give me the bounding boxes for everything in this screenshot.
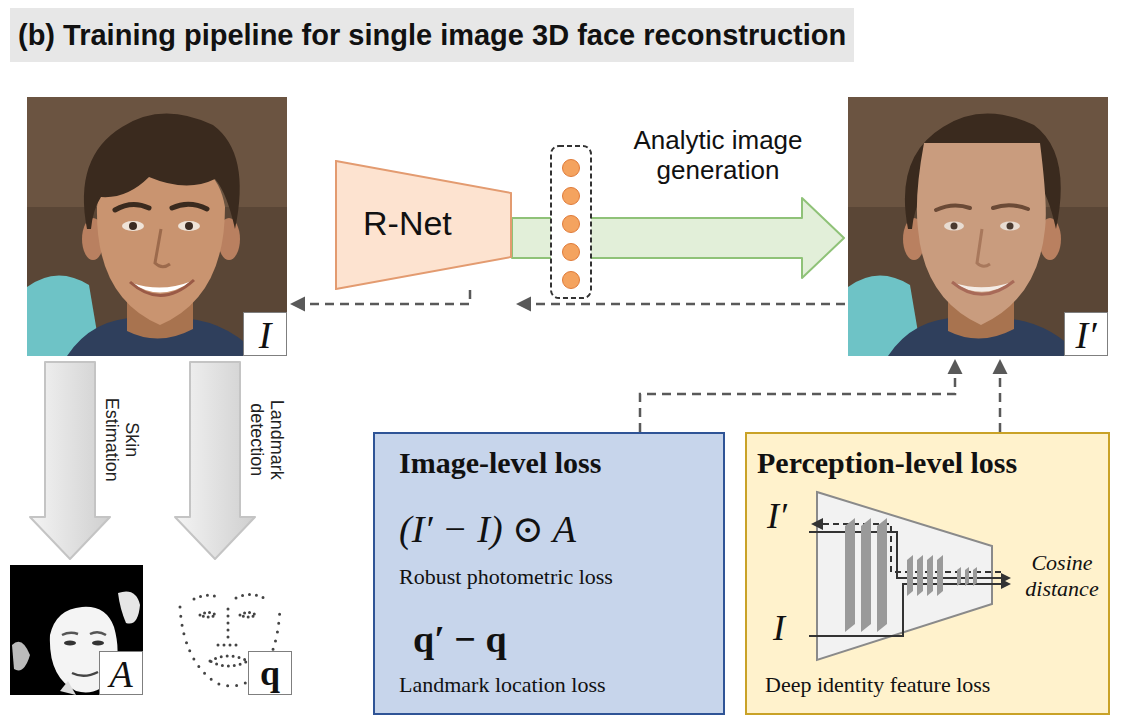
dashed-line [640,359,955,432]
loss-formula: q′ − q [413,618,507,662]
dashed-line [290,290,470,304]
process-arrow [175,362,255,559]
process-label: Landmark detection [246,389,286,489]
image-symbol: I [243,312,287,356]
loss-panel: Perception-level lossDeep identity featu… [745,432,1110,715]
arrow-body [175,362,255,559]
loss-name: Robust photometric loss [399,564,613,589]
process-label: Skin Estimation [101,389,141,489]
arrow-head [516,297,531,312]
network-name: R-Net [363,204,452,243]
loss-panel: Image-level loss (I′ − I) ⊙ A Robust photo… [373,432,725,715]
process-arrow [30,362,110,559]
loss-name: Landmark location loss [399,672,606,697]
dashed-line [516,303,845,306]
gradient-arrow [993,359,1008,432]
rendered-photo-panel: I′ [848,97,1108,356]
arrow-head [290,297,305,312]
arrow-head [993,359,1008,374]
panel-heading: Perception-level loss [757,446,1017,481]
input-symbol: I [773,608,785,649]
loss-name: Deep identity feature loss [765,672,990,697]
process-label: Analytic image generation [628,126,808,186]
image-symbol: q [248,651,292,695]
arrow-head [948,359,963,374]
image-symbol: I′ [1064,312,1108,356]
photo-panel: I [27,97,287,356]
gradient-arrow [640,359,963,432]
loss-formula: (I′ − I) ⊙ A [399,508,576,552]
output-note: Cosine distance [1019,550,1105,603]
encoder-trapezoid: R-Net [335,160,512,290]
skin-mask-panel: A [10,565,143,695]
landmark-panel: q [158,565,292,695]
figure-title: (b) Training pipeline for single image 3… [10,8,854,62]
arrow-body [30,362,110,559]
panel-heading: Image-level loss [399,446,601,481]
gradient-arrow [290,290,470,312]
input-symbol: I′ [767,496,787,537]
image-symbol: A [99,651,143,695]
